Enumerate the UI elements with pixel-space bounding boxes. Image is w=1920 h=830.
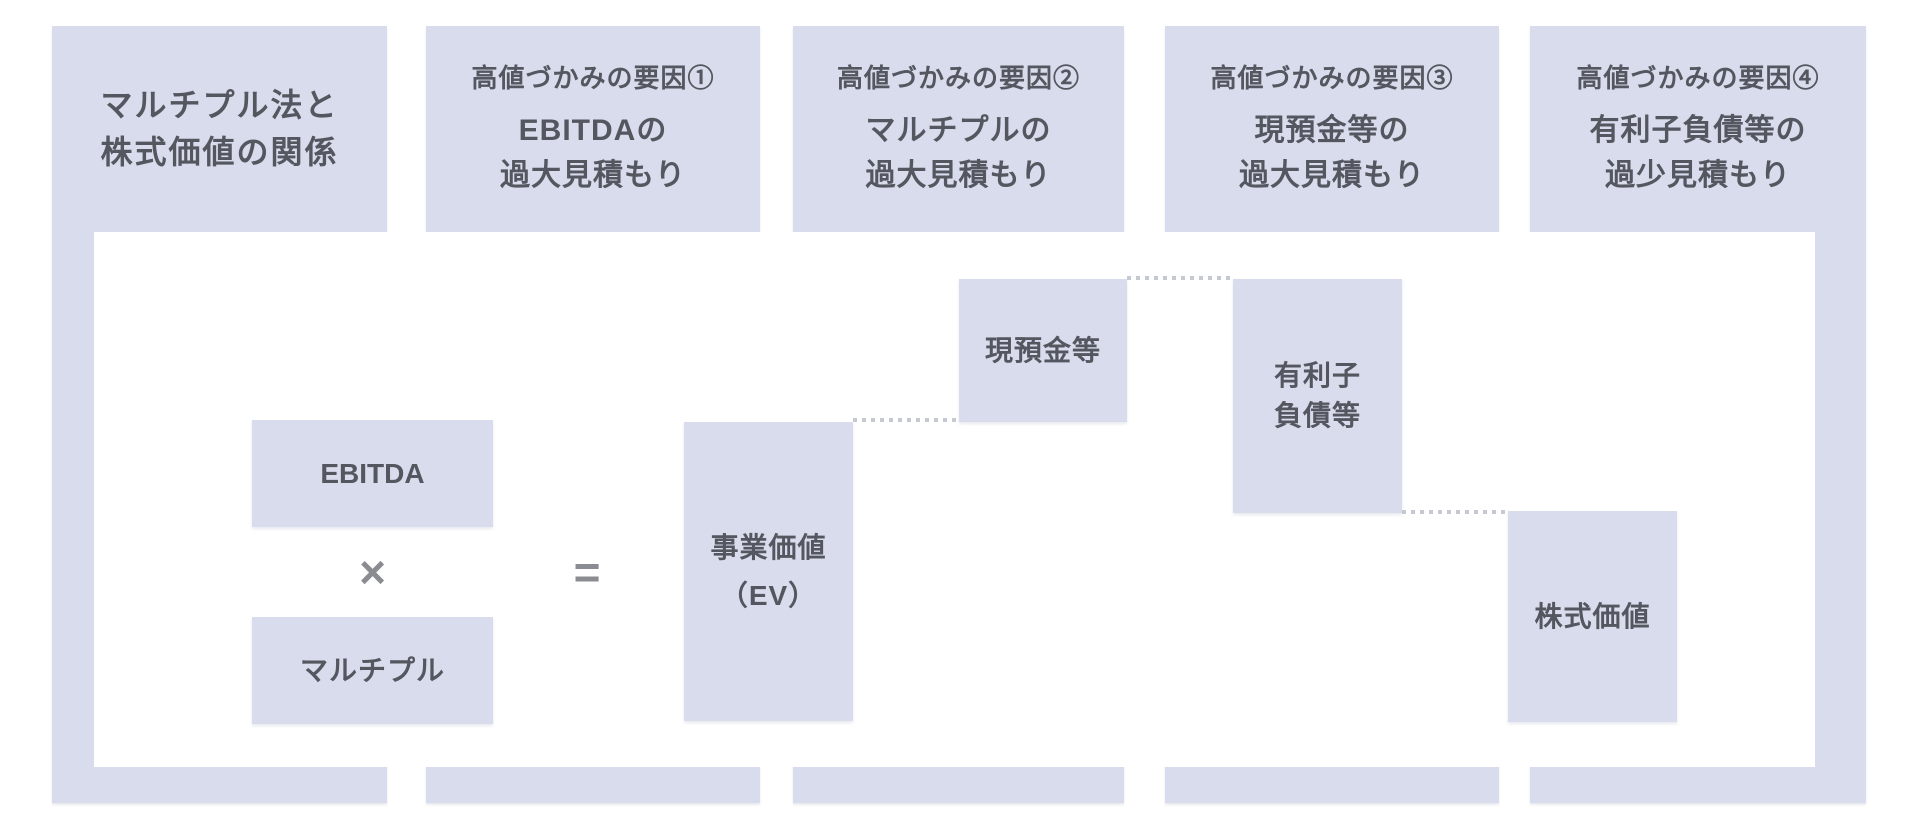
header-line: 有利子負債等の — [1589, 114, 1807, 147]
factor-tag: 高値づかみの要因④ — [1576, 63, 1820, 93]
interest-bearing-debt-box: 有利子 負債等 — [1233, 279, 1402, 513]
header-line: マルチプル法と — [100, 87, 339, 123]
enterprise-value-box: 事業価値 （EV） — [684, 422, 853, 721]
equity-value-box: 株式価値 — [1508, 511, 1677, 722]
column-header-overview: マルチプル法と 株式価値の関係 — [52, 26, 387, 242]
ev-label-line: （EV） — [719, 579, 818, 611]
ebitda-box: EBITDA — [252, 420, 493, 527]
cash-label: 現預金等 — [984, 334, 1101, 366]
header-line: マルチプルの — [865, 114, 1052, 147]
multiple-box: マルチプル — [252, 617, 493, 724]
dotted-connector-cash-to-debt — [1127, 276, 1233, 280]
multiple-label: マルチプル — [299, 654, 445, 686]
ebitda-label: EBITDA — [320, 457, 425, 489]
header-line: 過大見積もり — [1239, 159, 1425, 192]
header-line: 株式価値の関係 — [100, 134, 339, 170]
header-line: 現預金等の — [1254, 114, 1410, 147]
header-line: 過少見積もり — [1605, 159, 1791, 192]
factor-tag: 高値づかみの要因① — [471, 63, 715, 93]
header-line: 過大見積もり — [500, 159, 686, 192]
debt-label-line: 有利子 — [1273, 360, 1361, 391]
ev-label-line: 事業価値 — [710, 531, 827, 563]
factor-tag: 高値づかみの要因② — [836, 63, 1080, 93]
column-header-factor-3: 高値づかみの要因③ 現預金等の 過大見積もり — [1165, 26, 1499, 232]
dotted-connector-debt-to-equity — [1402, 510, 1508, 514]
equals-operator: = — [573, 546, 601, 598]
multiply-operator: × — [359, 546, 386, 598]
header-line: EBITDAの — [518, 114, 668, 147]
header-line: 過大見積もり — [865, 159, 1052, 192]
column-header-factor-2: 高値づかみの要因② マルチプルの 過大見積もり — [793, 26, 1124, 232]
dotted-connector-ev-to-cash — [853, 418, 959, 422]
column-header-factor-4: 高値づかみの要因④ 有利子負債等の 過少見積もり — [1530, 26, 1866, 232]
cash-box: 現預金等 — [959, 279, 1127, 422]
factor-tag: 高値づかみの要因③ — [1210, 63, 1454, 93]
equity-label: 株式価値 — [1534, 600, 1651, 632]
column-header-factor-1: 高値づかみの要因① EBITDAの 過大見積もり — [426, 26, 760, 232]
debt-label-line: 負債等 — [1273, 400, 1361, 431]
